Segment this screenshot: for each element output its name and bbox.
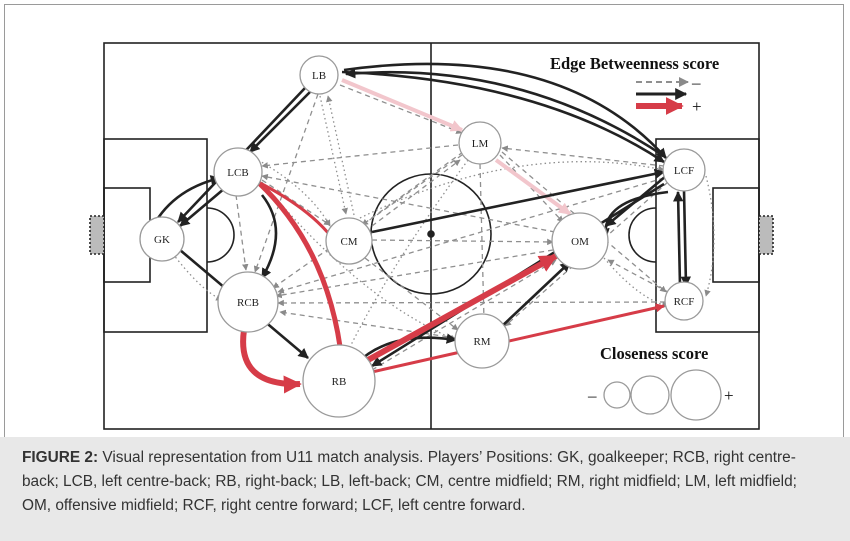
centre-spot [427,230,435,238]
node-label-lb: LB [312,70,326,82]
node-label-rcb: RCB [237,297,259,309]
edge-rcf-om [607,259,669,293]
node-lcf[interactable]: LCF [662,148,706,192]
edge-om-lcb [261,173,556,233]
left-goal [89,215,105,255]
legend-edge-minus: – [691,73,701,92]
legend-closeness: Closeness score – + [587,344,734,421]
edge-lcb-cm [261,179,331,226]
edge-rb-om [366,253,558,363]
edge-lcb-rb [256,180,349,364]
caption-panel [0,437,850,541]
edge-lcb-rcb [235,194,249,271]
node-lm[interactable]: LM [458,121,502,165]
edge-lb-lcf [341,70,665,164]
edge-om-rcb [275,249,554,299]
node-label-lm: LM [472,138,489,150]
edge-lm-lcb [261,144,459,169]
edge-cm-lcf [371,168,666,234]
edge-cm-lcf-dotted [359,161,665,219]
right-penalty-arc [628,207,657,263]
node-gk[interactable]: GK [139,216,185,262]
right-goal-area [712,187,760,283]
node-rcf[interactable]: RCF [664,281,704,321]
legend-node-large [670,369,722,421]
node-rcb[interactable]: RCB [217,271,279,333]
edge-lcb-rcb-arc [260,194,278,279]
edge-lb-lcb [249,91,311,153]
edge-rcb-rb [240,329,302,394]
nodes: LB LCB GK RCB RB CM LM RM [139,55,706,418]
node-rb[interactable]: RB [302,344,376,418]
edge-lb-lcf-outer [343,62,667,159]
edge-cm-om [371,238,554,246]
edge-lb-lm-pink [341,78,464,132]
node-label-cm: CM [340,236,357,248]
node-rm[interactable]: RM [454,313,510,369]
edge-lm-rb [339,159,469,369]
edges-mid [148,62,692,368]
node-om[interactable]: OM [551,212,609,270]
edge-lcf-lb [344,68,665,158]
pitch [89,42,774,430]
edge-lb-rcb [253,93,319,273]
legend-node-plus: + [724,386,734,405]
node-label-rm: RM [473,336,490,348]
legend-edge-title: Edge Betweenness score [550,54,719,73]
edge-lm-om-pink [494,158,572,216]
node-lb[interactable]: LB [299,55,339,95]
caption-text: Visual representation from U11 match ana… [22,449,797,514]
edge-lb-cm [319,95,348,215]
edge-rb-rcf [371,303,665,374]
left-penalty-arc [206,207,235,263]
caption-label: FIGURE 2: [22,449,99,466]
edge-rm-om [499,261,571,329]
edge-rm-rcb [279,309,457,339]
figure-caption: FIGURE 2: Visual representation from U11… [22,446,830,518]
edge-cm-lm [371,159,461,227]
right-goal [758,215,774,255]
edge-lcb-gk [179,187,226,227]
edge-lcf-lm [501,145,665,167]
edge-gk-rcb-dotted [169,249,223,301]
edge-lcf-rcb [277,177,665,294]
node-label-rcf: RCF [674,296,695,308]
edges-high [240,180,665,394]
edge-lcf-rcf-dotted [704,175,715,297]
legend-node-medium [630,375,670,415]
edge-lb-lm [339,84,463,134]
edge-cm-lb [326,95,355,216]
legend-node-title: Closeness score [600,344,708,363]
edge-lm-om [499,154,564,223]
edge-lcf-rcf [680,189,692,288]
node-label-lcb: LCB [227,167,248,179]
edge-lcb-cm-dotted [257,159,331,227]
edges-faint [341,78,572,216]
edge-om-rcf-dotted [603,257,669,308]
legend-edge-betweenness: Edge Betweenness score – + [550,54,719,116]
edge-rcf-lcf [673,190,684,287]
edge-lm-rcb [272,154,463,289]
node-label-rb: RB [332,376,347,388]
node-label-gk: GK [154,234,170,246]
node-lcb[interactable]: LCB [213,147,263,197]
legend-edge-plus: + [692,97,702,116]
passing-network-figure: LB LCB GK RCB RB CM LM RM [89,42,774,430]
node-cm[interactable]: CM [325,217,373,265]
node-label-om: OM [571,236,589,248]
legend-node-minus: – [587,386,597,405]
node-label-lcf: LCF [674,165,694,177]
legend-node-small [603,381,631,409]
edge-cm-rm [364,257,459,331]
